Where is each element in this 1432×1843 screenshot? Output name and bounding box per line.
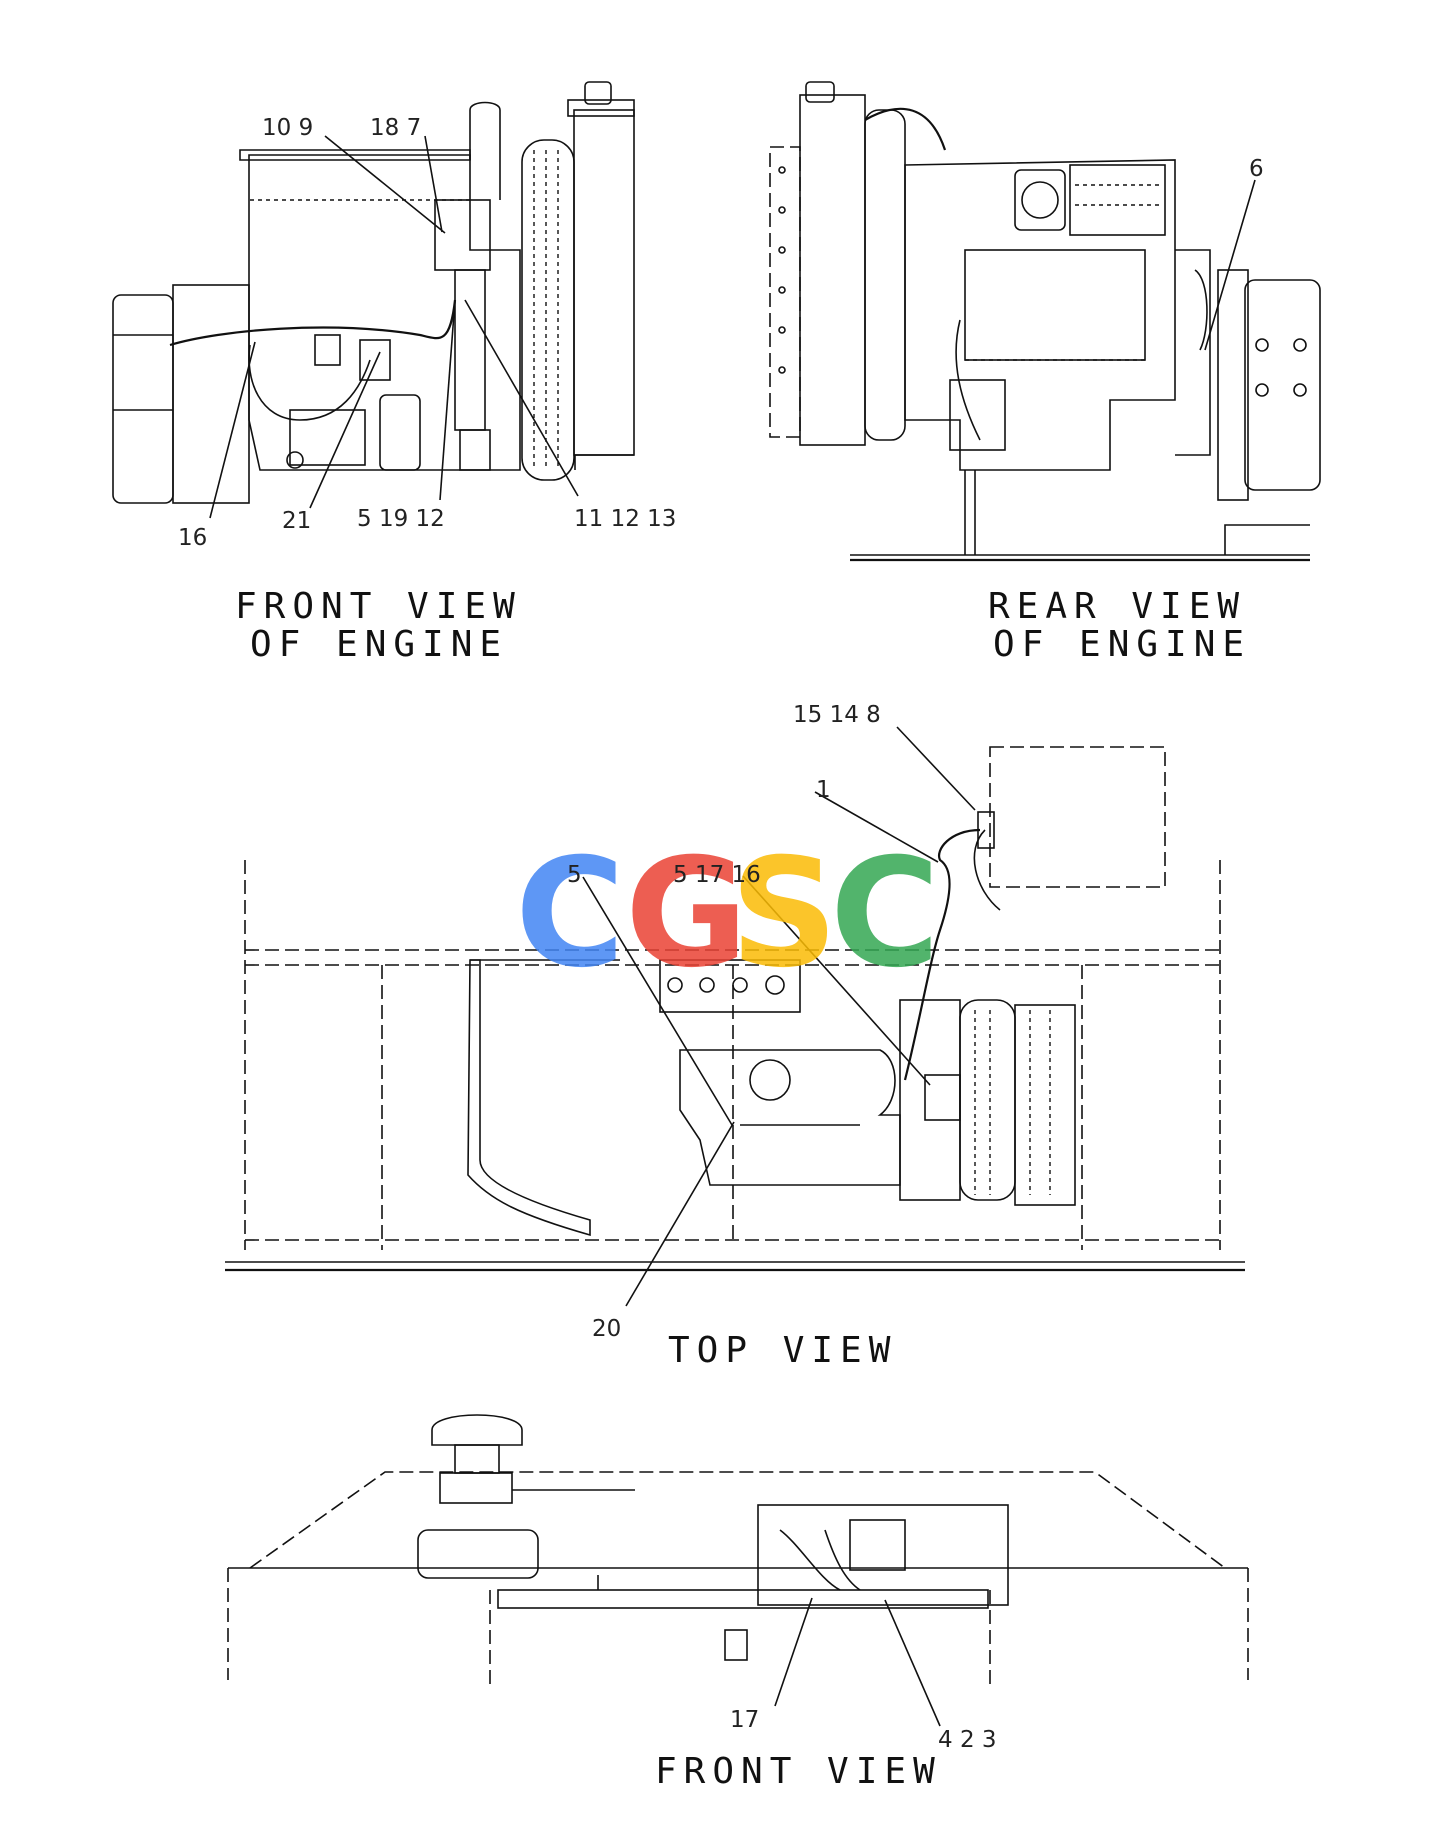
callout-label: 20 — [592, 1316, 621, 1342]
top-view-leader-lines — [582, 726, 976, 1307]
callout-label: 1 — [816, 777, 831, 803]
front-view-drawing — [227, 1414, 1249, 1690]
front-engine-title-line1: FRONT VIEW — [235, 586, 522, 627]
watermark-letter: C — [515, 827, 625, 1001]
watermark-letter: G — [625, 827, 748, 1001]
rear-engine-title-line1: REAR VIEW — [988, 586, 1246, 627]
front-engine-title-line2: OF ENGINE — [250, 624, 508, 665]
callout-label: 6 — [1249, 156, 1264, 182]
rear-engine-title-line2: OF ENGINE — [993, 624, 1251, 665]
callout-label: 15 14 8 — [793, 702, 881, 728]
watermark-letter: C — [830, 827, 940, 1001]
top-view-drawing — [225, 746, 1245, 1272]
rear-engine-leader-lines — [1204, 179, 1256, 351]
callout-label: 5 17 16 — [673, 862, 761, 888]
front-view-title: FRONT VIEW — [655, 1751, 942, 1792]
callout-labels: 10 9 18 7 16 21 5 19 12 11 12 13 6 15 14… — [178, 115, 1264, 1753]
view-titles: FRONT VIEW OF ENGINE REAR VIEW OF ENGINE… — [235, 586, 1251, 1792]
callout-label: 17 — [730, 1707, 759, 1733]
rear-view-of-engine-drawing — [769, 81, 1321, 562]
callout-label: 4 2 3 — [938, 1727, 997, 1753]
watermark-letter: S — [730, 827, 838, 1001]
callout-label: 10 9 — [262, 115, 313, 141]
callout-label: 16 — [178, 525, 207, 551]
front-view-leader-lines — [774, 1597, 941, 1727]
callout-label: 5 19 12 — [357, 506, 445, 532]
front-view-of-engine-drawing — [112, 81, 635, 504]
callout-label: 18 7 — [370, 115, 421, 141]
callout-label: 5 — [567, 862, 582, 888]
front-engine-leader-lines — [209, 135, 579, 519]
cgsc-watermark: C G S C — [515, 827, 940, 1001]
top-view-title: TOP VIEW — [668, 1330, 897, 1371]
callout-label: 11 12 13 — [574, 506, 676, 532]
callout-label: 21 — [282, 508, 311, 534]
